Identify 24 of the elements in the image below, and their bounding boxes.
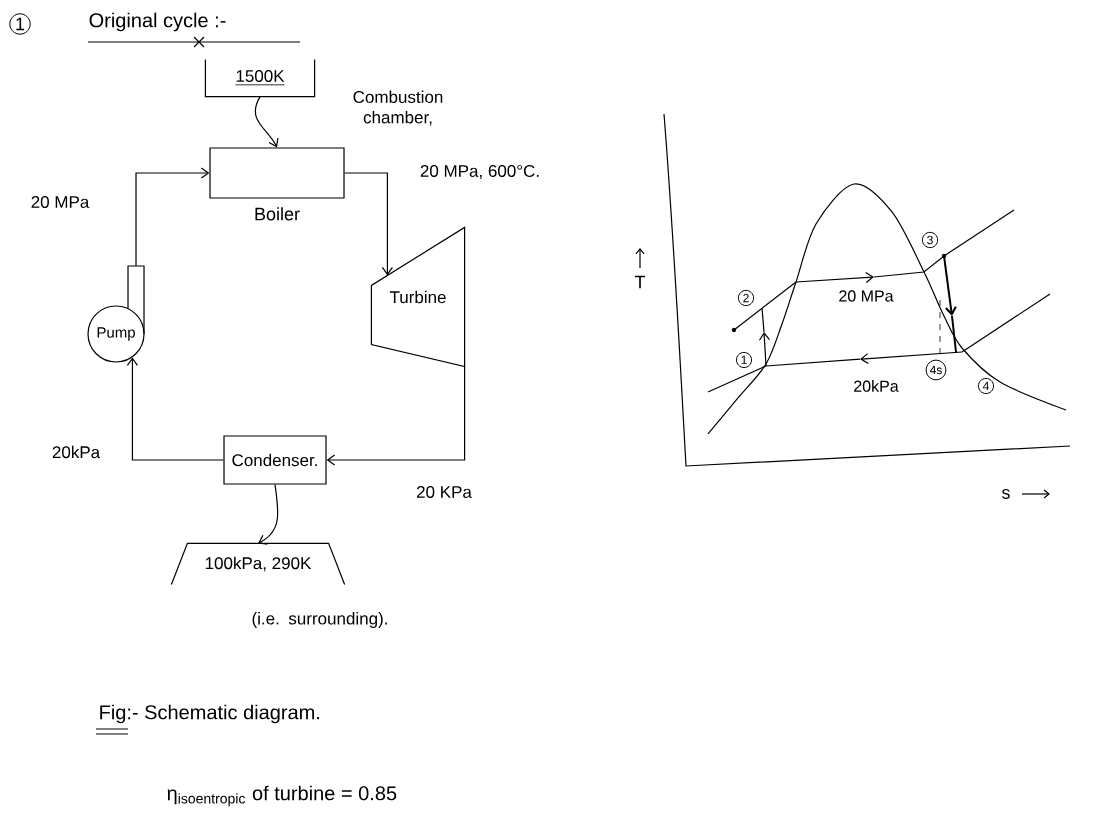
section-number: 1: [9, 13, 31, 35]
line-label: 20 MPa: [839, 290, 894, 302]
reservoir-tray: 100kPa, 290K: [170, 542, 346, 586]
caption: Fig:- Schematic diagram.: [100, 704, 320, 724]
combustion-chamber: 1500K: [204, 58, 316, 98]
line-label: 20kPa: [854, 380, 899, 392]
arrow: [135, 167, 210, 267]
arrow: [326, 366, 466, 466]
boiler-box: Boiler: [209, 147, 345, 221]
node-label: Boiler: [255, 207, 300, 221]
node-caption: Combustion chamber,: [353, 90, 443, 126]
heading: Original cycle :-: [89, 12, 226, 32]
edge-label: 20 KPa: [414, 483, 474, 500]
condenser-box: Condenser.: [223, 435, 327, 485]
arrow: [258, 483, 279, 545]
arrow: [126, 357, 224, 461]
arrow: [344, 172, 393, 276]
axis-label: T: [634, 275, 646, 289]
edge-label: 20kPa: [49, 443, 103, 461]
edge-label: 20 MPa, 600°C.: [417, 162, 543, 181]
arrow: [254, 96, 279, 148]
axis-label: s: [1002, 489, 1010, 499]
edge-label: 20 MPa: [28, 194, 92, 210]
node-caption: (i.e. surrounding).: [252, 612, 387, 628]
